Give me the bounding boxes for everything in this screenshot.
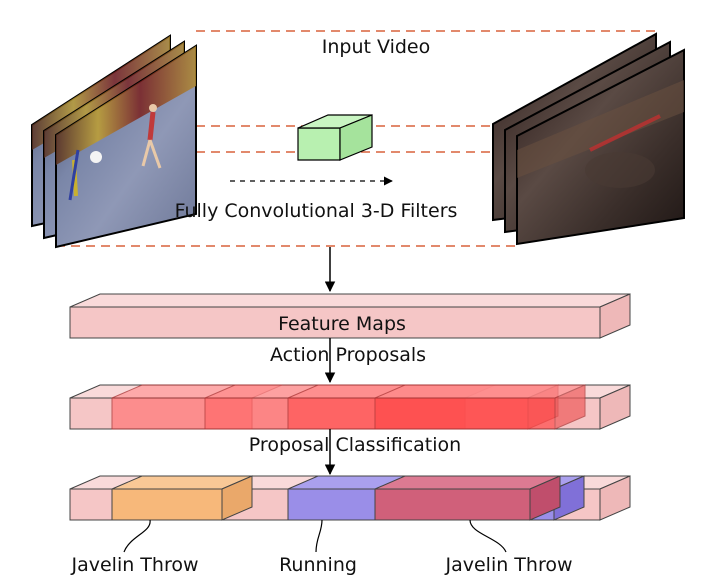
filter-cube [297, 114, 373, 161]
javelin-throw-segment [111, 475, 253, 521]
athlete-figures [68, 104, 162, 201]
classification-bar [69, 475, 631, 521]
result-label-javelin-2: Javelin Throw [444, 554, 572, 576]
action-proposals-label: Action Proposals [270, 344, 426, 366]
input-frame-front [55, 44, 197, 249]
feature-maps-bar [69, 293, 631, 339]
feature-maps-label: Feature Maps [278, 313, 406, 335]
proposal-segment [374, 384, 586, 430]
input-frames-stack [31, 34, 197, 249]
filters-label: Fully Convolutional 3-D Filters [175, 200, 458, 222]
result-connectors [123, 519, 507, 553]
result-label-javelin-1: Javelin Throw [70, 554, 198, 576]
javelin-throw-segment-2 [374, 475, 561, 521]
proposals-bar [69, 384, 631, 430]
result-label-running: Running [279, 554, 357, 576]
proposal-classification-label: Proposal Classification [249, 434, 461, 456]
input-video-label: Input Video [322, 36, 430, 58]
output-frame-front [516, 48, 685, 246]
output-frames-stack [492, 32, 685, 246]
